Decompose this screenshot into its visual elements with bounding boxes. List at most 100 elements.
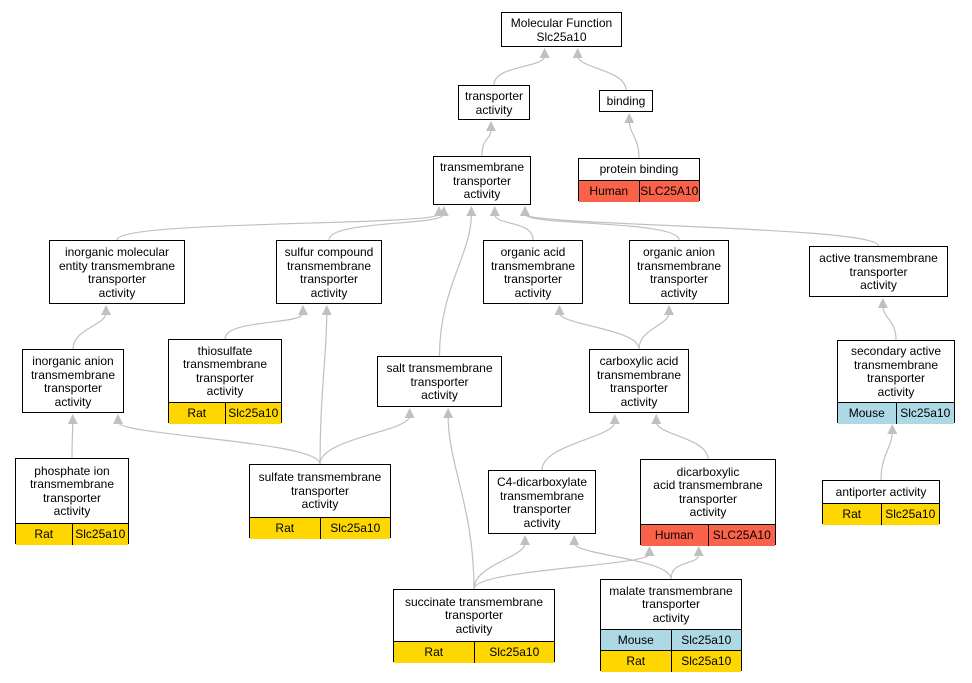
edge-succinate-to-dicarboxylic bbox=[473, 553, 651, 590]
term-label-text: transporter activity bbox=[464, 89, 524, 117]
term-label-text: Molecular Function Slc25a10 bbox=[510, 16, 613, 44]
edge-org_anion-to-tm bbox=[524, 213, 680, 241]
term-label-text: protein binding bbox=[599, 162, 679, 177]
arrowhead bbox=[569, 535, 580, 545]
arrowhead bbox=[609, 414, 620, 424]
term-node-malate[interactable]: malate transmembrane transporter activit… bbox=[600, 579, 742, 672]
term-node-salt[interactable]: salt transmembrane transporter activity bbox=[377, 356, 502, 407]
arrowhead bbox=[298, 305, 308, 315]
term-label: thiosulfate transmembrane transporter ac… bbox=[169, 340, 281, 403]
term-node-succinate[interactable]: succinate transmembrane transporter acti… bbox=[393, 589, 555, 663]
gene-cell: Slc25a10 bbox=[224, 403, 281, 424]
edge-inorg_anion-to-inorg_mol bbox=[72, 312, 107, 350]
edge-sulfate-to-sulfur bbox=[319, 312, 328, 465]
term-label-text: secondary active transmembrane transport… bbox=[850, 344, 942, 399]
arrowhead bbox=[664, 305, 674, 315]
term-node-sulfur[interactable]: sulfur compound transmembrane transporte… bbox=[276, 240, 382, 304]
arrowhead bbox=[693, 546, 704, 556]
term-label-text: carboxylic acid transmembrane transporte… bbox=[596, 354, 682, 409]
edge-inorg_mol-to-tm bbox=[116, 213, 440, 241]
gene-cell: Slc25a10 bbox=[880, 504, 939, 525]
term-label: binding bbox=[600, 91, 652, 113]
term-label-text: phosphate ion transmembrane transporter … bbox=[29, 463, 115, 518]
term-node-mf[interactable]: Molecular Function Slc25a10 bbox=[501, 12, 622, 47]
term-node-carboxylic[interactable]: carboxylic acid transmembrane transporte… bbox=[589, 349, 689, 413]
term-label: inorganic anion transmembrane transporte… bbox=[23, 350, 123, 414]
arrowhead bbox=[486, 121, 496, 131]
term-label: C4-dicarboxylate transmembrane transport… bbox=[489, 471, 595, 535]
term-node-active[interactable]: active transmembrane transporter activit… bbox=[809, 246, 948, 297]
species-cell: Mouse bbox=[838, 403, 896, 424]
term-node-tm[interactable]: transmembrane transporter activity bbox=[433, 156, 531, 205]
arrowhead bbox=[520, 535, 530, 545]
edge-c4-to-carboxylic bbox=[541, 421, 616, 471]
arrowhead bbox=[539, 48, 550, 58]
edge-transporter-to-mf bbox=[493, 55, 546, 86]
species-cell: Human bbox=[641, 525, 708, 546]
gene-cell: Slc25a10 bbox=[895, 403, 954, 424]
term-label: carboxylic acid transmembrane transporte… bbox=[590, 350, 688, 414]
term-node-dicarboxylic[interactable]: dicarboxylic acid transmembrane transpor… bbox=[640, 459, 776, 546]
term-node-secondary[interactable]: secondary active transmembrane transport… bbox=[837, 340, 955, 424]
term-label-text: thiosulfate transmembrane transporter ac… bbox=[182, 343, 268, 398]
edge-carboxylic-to-org_acid bbox=[558, 312, 640, 350]
arrowhead bbox=[443, 408, 454, 418]
term-label: transmembrane transporter activity bbox=[434, 157, 530, 206]
edge-salt-to-tm bbox=[438, 213, 472, 357]
term-node-transporter[interactable]: transporter activity bbox=[458, 85, 530, 120]
term-node-thiosulfate[interactable]: thiosulfate transmembrane transporter ac… bbox=[168, 339, 282, 424]
term-label: Molecular Function Slc25a10 bbox=[502, 13, 621, 48]
gene-cell: Slc25a10 bbox=[670, 651, 741, 672]
term-label-text: malate transmembrane transporter activit… bbox=[609, 583, 733, 625]
term-node-sulfate[interactable]: sulfate transmembrane transporter activi… bbox=[249, 464, 391, 539]
arrowhead bbox=[644, 546, 655, 556]
species-cell: Rat bbox=[169, 403, 225, 424]
edge-tm-to-transporter bbox=[481, 128, 492, 157]
term-label-text: organic anion transmembrane transporter … bbox=[636, 245, 722, 300]
gene-cell: Slc25a10 bbox=[71, 524, 128, 545]
arrowhead bbox=[321, 305, 332, 315]
arrowhead bbox=[572, 48, 583, 58]
species-cell: Rat bbox=[394, 642, 474, 663]
term-label-text: sulfur compound transmembrane transporte… bbox=[284, 245, 374, 300]
term-node-binding[interactable]: binding bbox=[599, 90, 653, 112]
term-node-c4[interactable]: C4-dicarboxylate transmembrane transport… bbox=[488, 470, 596, 534]
edge-succinate-to-salt bbox=[447, 415, 475, 590]
term-node-phosphate[interactable]: phosphate ion transmembrane transporter … bbox=[15, 458, 129, 545]
term-label-text: active transmembrane transporter activit… bbox=[819, 251, 938, 293]
term-node-inorg-anion[interactable]: inorganic anion transmembrane transporte… bbox=[22, 349, 124, 413]
edge-carboxylic-to-org_anion bbox=[638, 312, 670, 350]
arrowhead bbox=[554, 305, 565, 315]
edges-layer bbox=[67, 48, 898, 590]
arrowhead bbox=[438, 206, 449, 216]
term-label: sulfate transmembrane transporter activi… bbox=[250, 465, 390, 518]
edge-sulfur-to-tm bbox=[328, 213, 445, 241]
term-label: protein binding bbox=[579, 159, 699, 181]
term-label-text: C4-dicarboxylate transmembrane transport… bbox=[496, 475, 588, 530]
term-label: salt transmembrane transporter activity bbox=[378, 357, 501, 408]
gene-cell: SLC25A10 bbox=[707, 525, 775, 546]
term-label-text: salt transmembrane transporter activity bbox=[386, 361, 493, 403]
term-node-org-anion[interactable]: organic anion transmembrane transporter … bbox=[629, 240, 729, 304]
arrowhead bbox=[520, 206, 530, 216]
arrowhead bbox=[877, 298, 888, 308]
edge-antiporter-to-secondary bbox=[880, 431, 893, 481]
term-label: dicarboxylic acid transmembrane transpor… bbox=[641, 460, 775, 525]
term-label-text: organic acid transmembrane transporter a… bbox=[490, 245, 576, 300]
term-node-org-acid[interactable]: organic acid transmembrane transporter a… bbox=[483, 240, 583, 304]
arrowhead bbox=[624, 113, 635, 123]
gene-cell: Slc25a10 bbox=[670, 630, 741, 651]
term-label-text: sulfate transmembrane transporter activi… bbox=[258, 470, 382, 512]
edge-protein_binding-to-binding bbox=[628, 120, 640, 159]
term-node-inorg-mol[interactable]: inorganic molecular entity transmembrane… bbox=[49, 240, 185, 304]
arrowhead bbox=[101, 305, 111, 315]
